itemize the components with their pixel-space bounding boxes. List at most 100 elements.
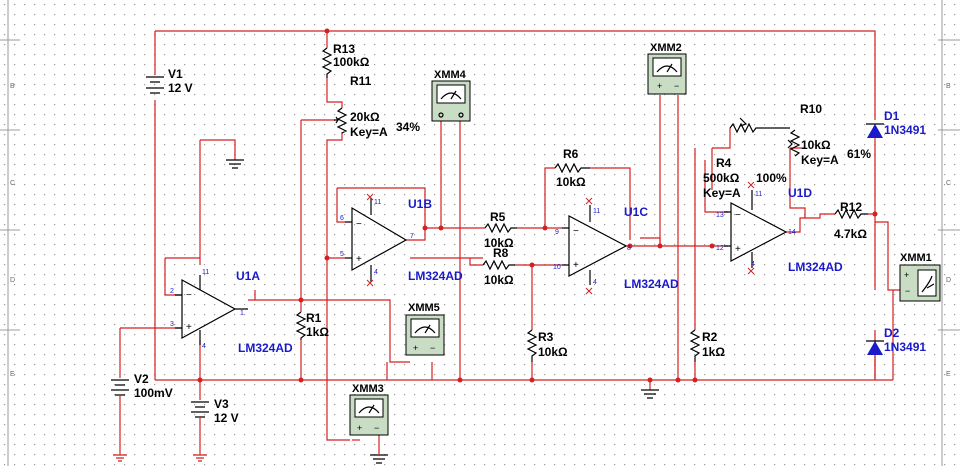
- u1a-pin-4: 4: [202, 343, 206, 350]
- u1c-pin-10: 10: [553, 264, 561, 271]
- r1-resistor[interactable]: R1 1kΩ: [295, 311, 329, 340]
- xmm5-label: XMM5: [408, 302, 440, 314]
- d2-label: D2: [884, 326, 900, 340]
- v1-label: V1: [168, 67, 183, 81]
- u1c-label: U1C: [624, 205, 648, 219]
- ruler-mark-e-right: E: [946, 371, 951, 378]
- r11-potentiometer[interactable]: R11 20kΩ Key=A 34%: [334, 74, 420, 139]
- u1a-pin-11: 11: [202, 269, 209, 276]
- svg-text:+: +: [186, 322, 192, 333]
- r2-resistor[interactable]: R2 1kΩ: [689, 329, 725, 362]
- u1a-pin-3: 3: [170, 321, 174, 328]
- right-ruler: B C D E: [938, 0, 960, 466]
- r4-potentiometer[interactable]: R4 500kΩ Key=A 100%: [703, 117, 790, 200]
- u1c-pin-9: 9: [555, 229, 559, 236]
- r5-resistor[interactable]: R5 10kΩ: [484, 210, 517, 250]
- r3-value: 10kΩ: [538, 345, 568, 359]
- ruler-mark-c: C: [10, 180, 15, 187]
- u1b-opamp[interactable]: − + 11 6 5 7 4 U1B LM324AD: [340, 193, 463, 287]
- r8-label: R8: [493, 246, 509, 260]
- r12-value: 4.7kΩ: [834, 227, 867, 241]
- svg-text:+: +: [573, 260, 579, 271]
- r3-label: R3: [538, 330, 554, 344]
- u1c-opamp[interactable]: − + 11 9 10 8 4 U1C LM324AD: [553, 197, 679, 295]
- v2-label: V2: [134, 372, 149, 386]
- d2-diode[interactable]: D2 1N3491: [866, 326, 926, 380]
- u1b-pin-11: 11: [374, 199, 381, 206]
- svg-text:+: +: [657, 81, 662, 91]
- xmm4-label: XMM4: [434, 69, 467, 81]
- svg-text:−: −: [374, 423, 379, 433]
- ruler-mark-e: E: [10, 371, 15, 378]
- r11-value: 20kΩ: [350, 110, 380, 124]
- xmm3-multimeter[interactable]: XMM3 + −: [349, 383, 389, 436]
- r11-label: R11: [350, 74, 372, 88]
- xmm4-multimeter[interactable]: XMM4: [431, 69, 471, 122]
- ground-symbols: [226, 159, 659, 464]
- r8-resistor[interactable]: R8 10kΩ: [410, 246, 515, 287]
- r4-label: R4: [716, 156, 732, 170]
- svg-text:+: +: [356, 254, 362, 265]
- u1d-part: LM324AD: [788, 260, 843, 274]
- u1b-pin-4: 4: [374, 269, 378, 276]
- d1-part: 1N3491: [884, 123, 926, 137]
- svg-text:−: −: [905, 286, 910, 296]
- v3-label: V3: [214, 397, 229, 411]
- svg-text:+: +: [735, 244, 741, 255]
- r4-percent: 100%: [756, 171, 787, 185]
- ruler-mark-b-right: B: [946, 83, 951, 90]
- u1b-pin-7: 7: [410, 233, 414, 240]
- r2-label: R2: [702, 330, 718, 344]
- r1-label: R1: [306, 311, 322, 325]
- u1d-pin-13: 13: [716, 212, 724, 219]
- svg-text:−: −: [735, 210, 741, 221]
- r10-value: 10kΩ: [801, 138, 831, 152]
- d1-label: D1: [884, 109, 900, 123]
- r6-resistor[interactable]: R6 10kΩ: [554, 147, 590, 189]
- xmm1-multimeter[interactable]: XMM1 + −: [899, 252, 941, 302]
- left-ruler: B C D E: [0, 0, 20, 466]
- r10-potentiometer[interactable]: R10 10kΩ Key=A 61%: [787, 102, 871, 167]
- r3-resistor[interactable]: R3 10kΩ: [526, 329, 568, 362]
- svg-text:−: −: [674, 81, 679, 91]
- v2-source[interactable]: V2 100mV: [111, 372, 173, 462]
- wires: [119, 30, 900, 441]
- u1b-part: LM324AD: [408, 269, 463, 283]
- xmm3-label: XMM3: [352, 383, 384, 395]
- v2-value: 100mV: [134, 386, 173, 400]
- r11-percent: 34%: [396, 120, 420, 134]
- u1a-pin-1: 1: [240, 310, 244, 317]
- d1-diode[interactable]: D1 1N3491: [866, 109, 926, 138]
- u1d-label: U1D: [788, 186, 812, 200]
- svg-text:−: −: [356, 219, 362, 230]
- ruler-mark-c-right: C: [946, 180, 951, 187]
- r13-value: 100kΩ: [333, 55, 370, 69]
- r4-value: 500kΩ: [703, 171, 740, 185]
- u1b-pin-5: 5: [340, 251, 344, 258]
- svg-text:+: +: [413, 343, 418, 353]
- u1d-pin-4: 4: [751, 261, 755, 268]
- r12-label: R12: [840, 200, 862, 214]
- svg-text:−: −: [573, 226, 579, 237]
- v1-battery[interactable]: V1 12 V: [146, 67, 193, 95]
- u1a-opamp[interactable]: − + 11 2 3 1 4 U1A LM324AD: [170, 269, 293, 355]
- xmm5-multimeter[interactable]: XMM5 + −: [405, 302, 445, 356]
- r13-resistor[interactable]: R13 100kΩ: [321, 42, 370, 78]
- u1d-opamp[interactable]: − + 11 13 12 14 4 U1D LM324AD: [716, 181, 843, 275]
- xmm2-multimeter[interactable]: XMM2 + −: [647, 42, 687, 95]
- ruler-mark-d-right: D: [946, 277, 951, 284]
- xmm2-label: XMM2: [650, 42, 682, 54]
- u1c-pin-11: 11: [593, 208, 600, 215]
- u1c-part: LM324AD: [624, 277, 679, 291]
- r6-label: R6: [563, 147, 579, 161]
- r12-resistor[interactable]: R12 4.7kΩ: [834, 200, 868, 241]
- u1a-part: LM324AD: [238, 341, 293, 355]
- u1d-pin-14: 14: [788, 229, 796, 236]
- u1a-pin-2: 2: [170, 288, 174, 295]
- r10-label: R10: [800, 102, 822, 116]
- v3-source[interactable]: V3 12 V: [191, 397, 239, 462]
- u1c-pin-8: 8: [627, 245, 631, 252]
- svg-text:+: +: [357, 423, 362, 433]
